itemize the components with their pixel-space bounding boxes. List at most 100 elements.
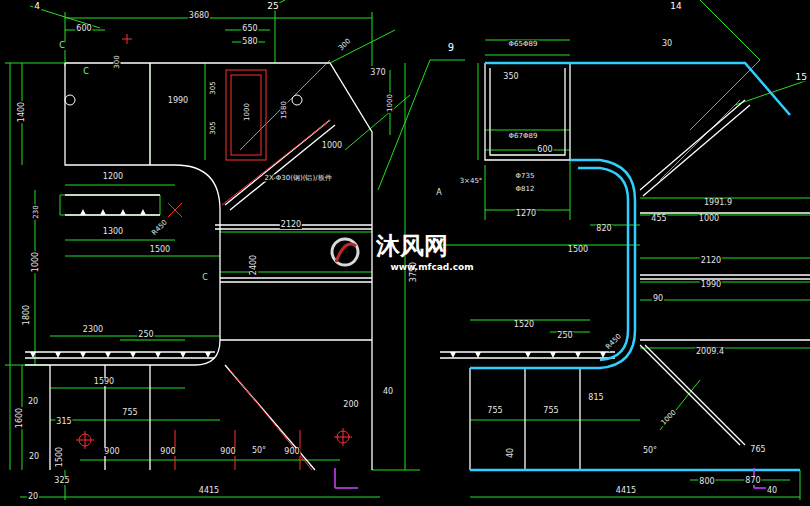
dimension-text: 20 bbox=[27, 398, 39, 406]
platform-bracket bbox=[80, 209, 146, 215]
dimension-text: 1600 bbox=[16, 407, 24, 429]
dimension-text: 305 bbox=[210, 80, 217, 95]
dimension-text: 305 bbox=[210, 120, 217, 135]
dimension-text: 2120 bbox=[280, 221, 302, 229]
dimension-text: A bbox=[435, 189, 442, 197]
dimension-line bbox=[470, 497, 800, 498]
dimension-text: 230 bbox=[33, 204, 40, 219]
dimension-line bbox=[485, 150, 570, 151]
watermark: 沐风网 bbox=[375, 234, 449, 258]
dimension-text: R450 bbox=[150, 218, 169, 237]
dimension-line bbox=[640, 282, 810, 283]
dimension-line bbox=[65, 256, 220, 257]
dimension-line bbox=[330, 30, 395, 63]
dimension-text: 1270 bbox=[515, 210, 537, 218]
dimension-text: 900 bbox=[219, 448, 236, 456]
dimension-text: C bbox=[201, 274, 209, 282]
platform-bracket bbox=[30, 352, 211, 358]
dimension-line bbox=[240, 60, 330, 150]
dimension-text: 250 bbox=[556, 332, 573, 340]
axis-mark bbox=[335, 468, 777, 488]
dimension-text: 9 bbox=[447, 43, 455, 53]
dimension-text: 1400 bbox=[18, 101, 26, 123]
dimension-line bbox=[80, 460, 340, 461]
dimension-line bbox=[440, 245, 640, 246]
dimension-text: 800 bbox=[698, 478, 715, 486]
watermark-logo bbox=[332, 239, 358, 265]
structure-outline bbox=[524, 368, 525, 470]
structure-outline bbox=[645, 345, 745, 445]
dimension-text: 1000 bbox=[660, 409, 679, 428]
dimension-text: 20 bbox=[28, 453, 40, 461]
reinforcement bbox=[226, 70, 266, 160]
structure-outline bbox=[440, 357, 615, 358]
structure-outline bbox=[640, 274, 810, 275]
dimension-text: Φ812 bbox=[515, 186, 536, 193]
dimension-line bbox=[485, 165, 486, 220]
structure-outline bbox=[230, 125, 335, 210]
dimension-text: 4 bbox=[33, 1, 41, 10]
dimension-text: 350 bbox=[502, 73, 519, 81]
dimension-text: 2300 bbox=[82, 326, 104, 334]
dimension-text: 755 bbox=[486, 407, 503, 415]
dimension-text: 1000 bbox=[321, 142, 343, 150]
dimension-line bbox=[640, 300, 810, 301]
structure-outline bbox=[485, 63, 570, 160]
platform-bracket bbox=[450, 352, 606, 358]
dimension-text: 900 bbox=[103, 448, 120, 456]
dimension-text: 580 bbox=[241, 38, 258, 46]
plate-outline bbox=[470, 469, 800, 472]
dimension-line bbox=[65, 18, 372, 19]
structure-outline bbox=[640, 100, 745, 190]
dimension-line bbox=[65, 12, 66, 66]
dimension-text: 40 bbox=[766, 487, 778, 495]
reinforcement bbox=[292, 95, 302, 105]
dimension-line bbox=[120, 340, 185, 341]
dimension-line bbox=[640, 258, 810, 259]
dimension-text: 1991.9 bbox=[703, 199, 733, 207]
reinforcement bbox=[230, 370, 312, 470]
dimension-text: 1000 bbox=[244, 102, 251, 122]
dimension-text: 300 bbox=[337, 37, 353, 53]
dimension-line bbox=[690, 60, 760, 130]
dimension-line bbox=[5, 63, 65, 64]
plate-outline bbox=[578, 168, 628, 360]
reinforcement bbox=[343, 428, 344, 446]
dimension-text: 650 bbox=[241, 25, 258, 33]
dimension-line bbox=[220, 272, 372, 273]
structure-outline bbox=[490, 68, 565, 155]
dimension-text: 50° bbox=[251, 447, 267, 455]
watermark: www.mfcad.com bbox=[389, 263, 474, 272]
structure-outline bbox=[640, 339, 810, 340]
reinforcement bbox=[222, 120, 330, 205]
dimension-line bbox=[160, 195, 161, 215]
dimension-line bbox=[485, 55, 570, 56]
dimension-line bbox=[5, 0, 810, 500]
dimension-line bbox=[60, 195, 61, 215]
dimension-text: 1000 bbox=[32, 251, 40, 273]
structure-outline bbox=[65, 63, 372, 470]
dimension-text: 1500 bbox=[567, 246, 589, 254]
dimension-line bbox=[20, 497, 380, 498]
dimension-line bbox=[65, 185, 175, 186]
dimension-line bbox=[570, 160, 571, 220]
dimension-text: 90 bbox=[652, 295, 664, 303]
dimension-text: 455 bbox=[650, 215, 667, 223]
dimension-text: 370 bbox=[369, 69, 386, 77]
dimension-text: 600 bbox=[536, 146, 553, 154]
dimension-line bbox=[660, 380, 700, 430]
dimension-line bbox=[50, 420, 220, 421]
reinforcement bbox=[65, 95, 75, 105]
dimension-text: 15 bbox=[795, 73, 808, 82]
dimension-text: 1590 bbox=[93, 378, 115, 386]
dimension-line bbox=[50, 336, 220, 337]
dimension-text: Φ735 bbox=[515, 173, 536, 180]
dimension-line bbox=[10, 63, 11, 470]
dimension-line bbox=[430, 60, 465, 61]
dimension-text: 20 bbox=[27, 493, 39, 501]
dimension-text: 1500 bbox=[56, 446, 64, 468]
dimension-text: 3680 bbox=[188, 12, 210, 20]
dimension-text: 820 bbox=[595, 225, 612, 233]
structure-outline bbox=[640, 278, 810, 279]
dimension-text: 2400 bbox=[250, 254, 258, 276]
